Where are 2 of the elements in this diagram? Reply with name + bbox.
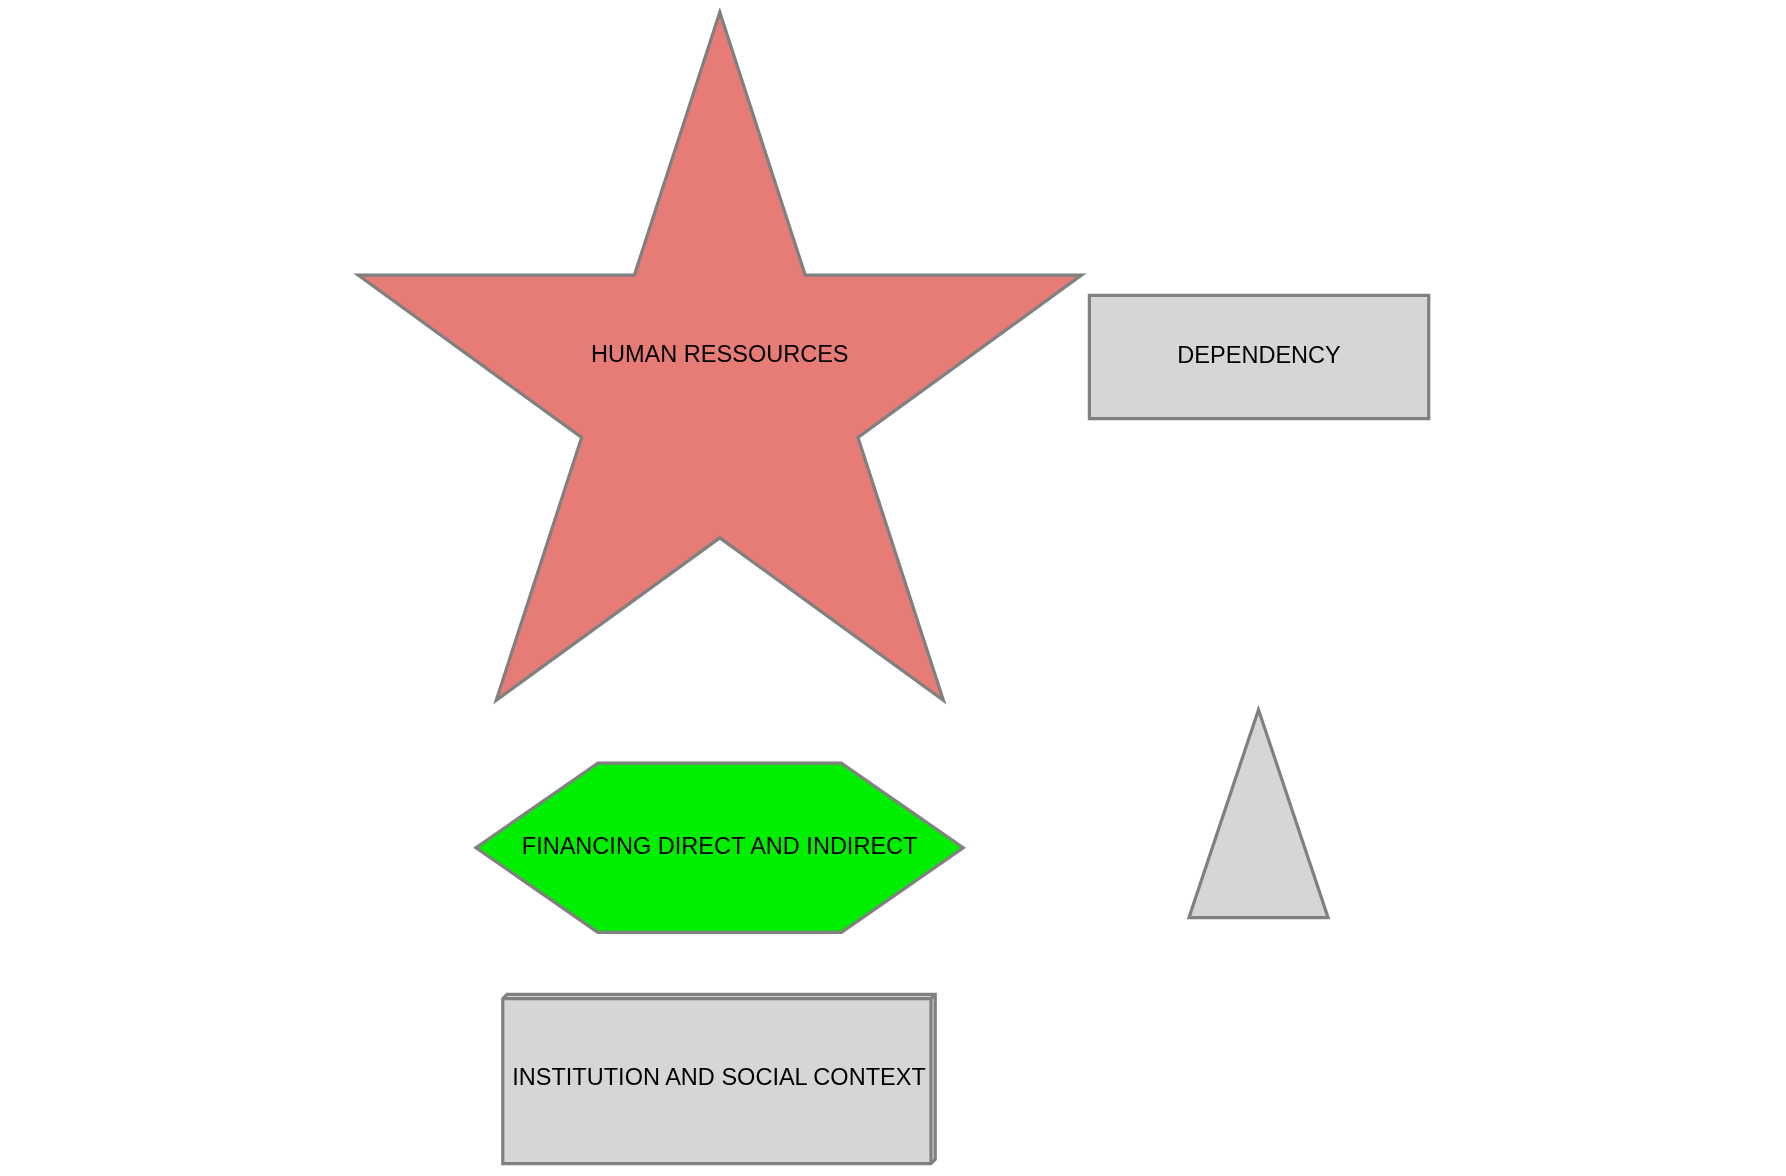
node-triangle bbox=[1186, 704, 1330, 920]
node-box: DEPENDENCY bbox=[1087, 293, 1430, 421]
